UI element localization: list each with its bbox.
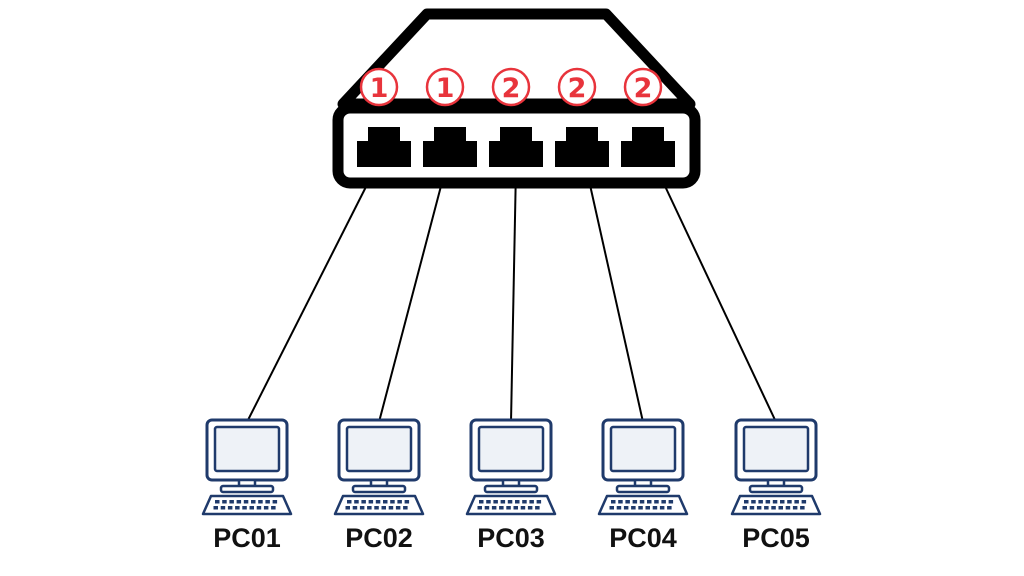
ethernet-cable — [510, 166, 517, 423]
ethernet-cable — [246, 166, 377, 423]
vlan-circle — [623, 67, 663, 107]
ethernet-port-icon — [357, 127, 411, 167]
pc: PC05 — [730, 418, 822, 553]
computer-icon — [597, 418, 689, 516]
ethernet-port-icon — [555, 127, 609, 167]
computer-icon — [465, 418, 557, 516]
switch-port — [357, 127, 411, 167]
ethernet-cable — [585, 166, 644, 423]
vlan-marker: 2 — [557, 67, 597, 107]
vlan-marker: 1 — [359, 67, 399, 107]
network-switch: 1 1 2 2 2 — [332, 8, 701, 189]
vlan-circle — [557, 67, 597, 107]
vlan-labels: 1 1 2 2 2 — [359, 67, 663, 107]
vlan-label: 2 — [568, 73, 587, 104]
pcs: PC01 PC02 PC03 PC04 PC05 — [201, 418, 822, 553]
computer-icon — [730, 418, 822, 516]
pc-label: PC04 — [609, 523, 677, 553]
vlan-label: 2 — [634, 73, 653, 104]
vlan-label: 1 — [436, 73, 455, 104]
vlan-circle — [425, 67, 465, 107]
pc-label: PC03 — [477, 523, 545, 553]
pc-label: PC05 — [742, 523, 810, 553]
pc-label: PC02 — [345, 523, 413, 553]
computer-icon — [333, 418, 425, 516]
vlan-marker: 2 — [623, 67, 663, 107]
pc: PC04 — [597, 418, 689, 553]
vlan-circle — [359, 67, 399, 107]
switch-port — [423, 127, 477, 167]
pc-label: PC01 — [213, 523, 281, 553]
pc: PC03 — [465, 418, 557, 553]
vlan-label: 1 — [370, 73, 389, 104]
vlan-label: 2 — [502, 73, 521, 104]
switch-port — [489, 127, 543, 167]
cables — [246, 166, 777, 423]
switch-port — [621, 127, 675, 167]
switch-port — [555, 127, 609, 167]
pc: PC02 — [333, 418, 425, 553]
pc: PC01 — [201, 418, 293, 553]
vlan-marker: 2 — [491, 67, 531, 107]
ethernet-port-icon — [423, 127, 477, 167]
computer-icon — [201, 418, 293, 516]
ethernet-port-icon — [621, 127, 675, 167]
ethernet-port-icon — [489, 127, 543, 167]
vlan-circle — [491, 67, 531, 107]
vlan-marker: 1 — [425, 67, 465, 107]
switch-ports — [357, 127, 675, 167]
ethernet-cable — [655, 166, 777, 423]
ethernet-cable — [378, 166, 447, 423]
